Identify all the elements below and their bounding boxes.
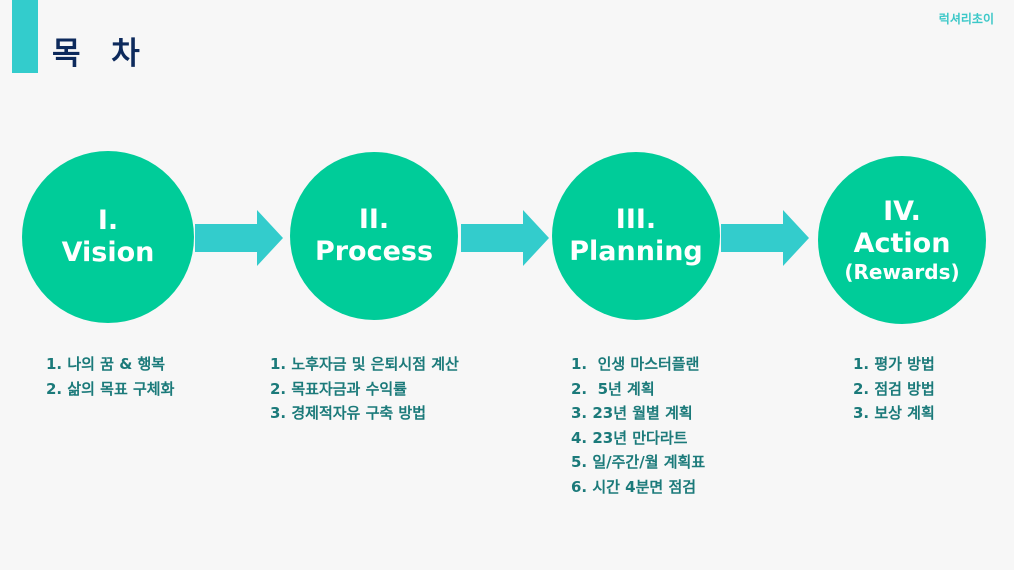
arrow-right-icon: [461, 210, 549, 266]
step-name: Process: [314, 236, 434, 267]
list-item: 5. 일/주간/월 계획표: [571, 453, 706, 471]
list-item: 2. 목표자금과 수익률: [270, 379, 407, 398]
brand-logo: 럭셔리초이: [938, 12, 994, 26]
accent-bar: [12, 0, 38, 73]
list-item: 2. 점검 방법: [853, 379, 935, 398]
list-item: 3. 보상 계획: [853, 404, 935, 422]
process-item-list: 1. 노후자금 및 은퇴시점 계산 2. 목표자금과 수익률 3. 경제적자유 …: [270, 352, 459, 426]
arrow-right-icon: [721, 210, 809, 266]
step-planning-circle: III. Planning: [552, 152, 720, 320]
step-number: II.: [358, 203, 390, 235]
list-item: 1. 평가 방법: [853, 355, 935, 373]
step-number: I.: [97, 204, 119, 236]
list-item: 4. 23년 만다라트: [571, 428, 688, 447]
step-number: IV.: [883, 195, 921, 227]
step-action-circle: IV. Action (Rewards): [818, 156, 986, 324]
step-process-circle: II. Process: [290, 152, 458, 320]
list-item: 2. 삶의 목표 구체화: [46, 379, 175, 398]
step-name: Vision: [61, 237, 155, 268]
list-item: 3. 23년 월별 계획: [571, 404, 693, 422]
planning-item-list: 1. 인생 마스터플랜 2. 5년 계획 3. 23년 월별 계획 4. 23년…: [571, 352, 705, 499]
step-vision-circle: I. Vision: [22, 151, 194, 323]
list-item: 6. 시간 4분면 점검: [571, 477, 697, 496]
step-subtitle: (Rewards): [844, 260, 960, 285]
list-item: 1. 노후자금 및 은퇴시점 계산: [270, 355, 459, 373]
list-item: 2. 5년 계획: [571, 379, 655, 398]
action-item-list: 1. 평가 방법 2. 점검 방법 3. 보상 계획: [853, 352, 935, 426]
list-item: 1. 인생 마스터플랜: [571, 355, 700, 373]
arrow-right-icon: [195, 210, 283, 266]
list-item: 3. 경제적자유 구축 방법: [270, 404, 427, 422]
step-number: III.: [615, 203, 657, 235]
list-item: 1. 나의 꿈 & 행복: [46, 355, 166, 373]
vision-item-list: 1. 나의 꿈 & 행복 2. 삶의 목표 구체화: [46, 352, 174, 401]
step-name: Action: [853, 228, 951, 259]
page-title: 목 차: [52, 36, 150, 72]
step-name: Planning: [569, 236, 703, 267]
